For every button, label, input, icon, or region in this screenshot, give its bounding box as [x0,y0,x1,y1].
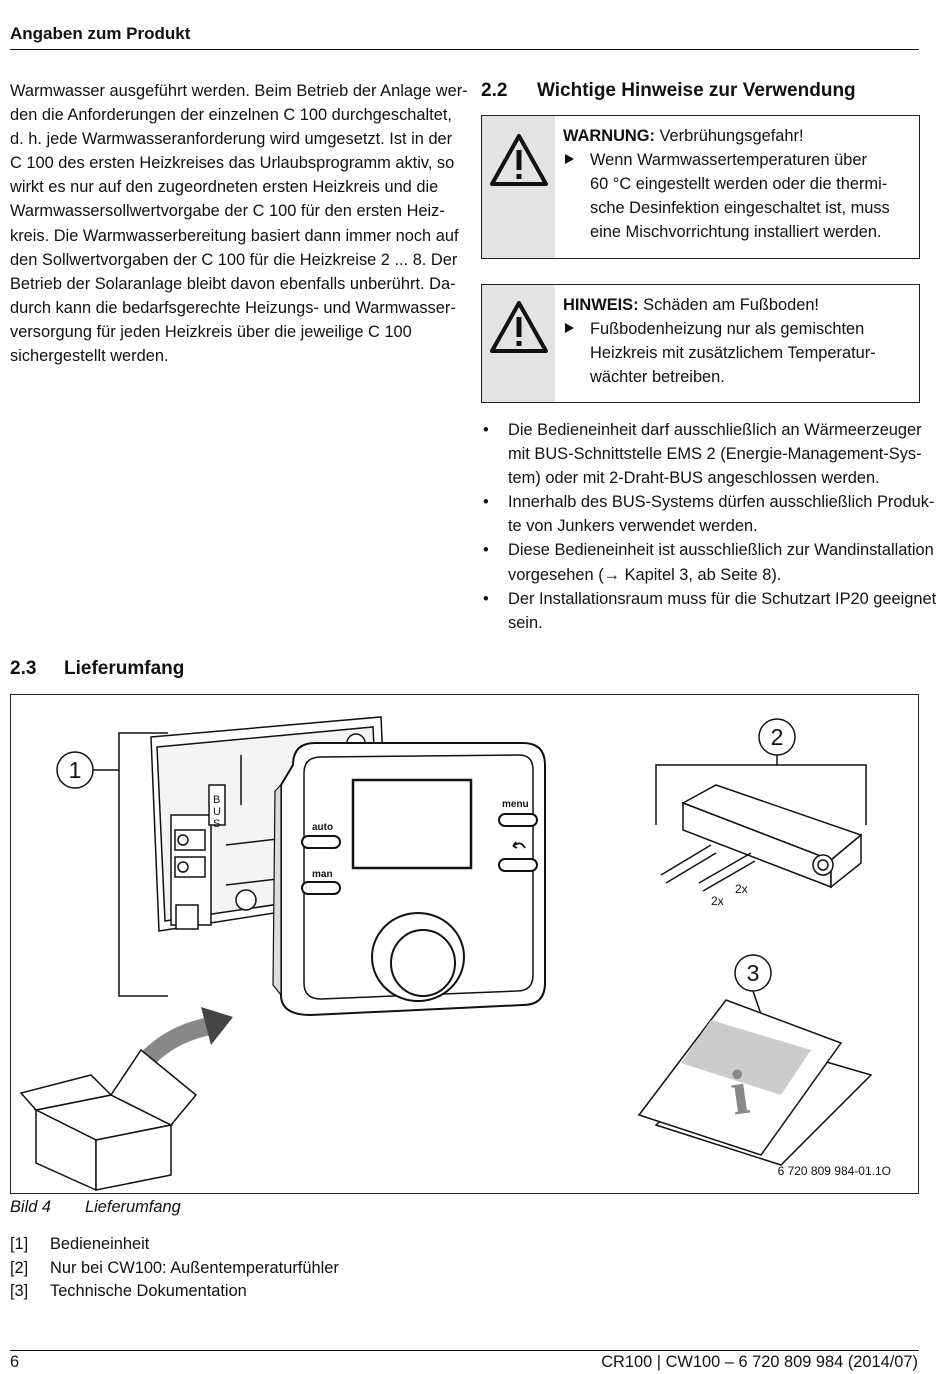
callout-3: 3 [734,954,772,1021]
auto-label: auto [312,822,333,833]
running-header: Angaben zum Produkt [10,24,191,43]
paragraph-line: wirkt es nur auf den zugeordneten ersten… [10,178,439,197]
warning-line: sche Desinfektion eingeschaltet ist, mus… [590,199,890,218]
bullet-icon: • [483,541,489,560]
intro-paragraph: Warmwasser ausgeführt werden. Beim Betri… [10,79,468,368]
caption-label: Bild 4 [10,1198,52,1216]
arrow-icon [565,323,574,334]
man-label: man [312,869,333,880]
notice-line: Fußbodenheizung nur als gemischten [590,320,865,339]
svg-text:B: B [213,794,220,806]
menu-label: menu [502,799,529,810]
figure-code: 6 720 809 984-01.1O [778,1164,891,1178]
paragraph-line: kreis. Die Warmwasserbereitung basiert d… [10,226,459,245]
paragraph-line: den Sollwertvorgaben der C 100 für die H… [10,250,458,269]
svg-text:U: U [213,806,221,818]
paragraph-line: sichergestellt werden. [10,347,169,366]
callout-2: 2 [655,718,867,825]
paragraph-line: Warmwassersollwertvorgabe der C 100 für … [10,202,445,221]
legend-number: [2] [10,1258,29,1277]
bullet-icon: • [483,589,489,608]
notice-box: HINWEIS: Schäden am Fußboden! Fußbodenhe… [481,284,920,403]
usage-bullet-list: • Die Bedieneinheit darf ausschließlich … [481,418,937,635]
notice-icon-panel [482,285,555,402]
list-item: • Diese Bedieneinheit ist ausschließlich… [481,538,934,586]
warning-triangle-icon [490,301,548,353]
document-id: CR100 | CW100 – 6 720 809 984 (2014/07) [601,1353,918,1371]
legend-number: [1] [10,1235,29,1253]
legend-item: [1] Bedieneinheit [10,1233,339,1257]
header-rule [10,49,919,50]
back-arrow-icon [512,841,526,849]
notice-label: HINWEIS: [563,296,639,314]
list-item-line: tem) oder mit 2-Draht-BUS angeschlossen … [508,469,880,488]
callout-number: 3 [747,960,760,986]
box-with-arrow [19,1007,233,1192]
list-item-line: sein. [508,613,543,632]
list-item-line: Diese Bedieneinheit ist ausschließlich z… [508,541,934,560]
page-number: 6 [10,1353,20,1371]
bullet-icon: • [483,493,489,512]
section-number: 2.3 [10,658,37,679]
warning-line: 60 °C eingestellt werden oder die thermi… [590,175,888,194]
caption-title: Lieferumfang [85,1198,181,1216]
bullet-icon: • [483,421,489,439]
list-item-line: Innerhalb des BUS-Systems dürfen ausschl… [508,493,935,512]
section-title: Lieferumfang [64,658,185,679]
warning-label: WARNUNG: [563,127,655,145]
notice-line: wächter betreiben. [590,368,725,387]
section-number: 2.2 [481,80,508,101]
paragraph-line: C 100 des ersten Heizkreises das Urlaubs… [10,154,455,173]
warning-heading: Verbrühungsgefahr! [654,127,804,145]
paragraph-line: d. h. jede Warmwasseranforderung wird um… [10,130,453,149]
warning-icon-panel [482,116,555,258]
list-item-line: Der Installationsraum muss für die Schut… [508,589,937,608]
legend-text: Technische Dokumentation [50,1282,247,1300]
figure-caption: Bild 4 Lieferumfang [10,1198,181,1217]
legend-number: [3] [10,1282,29,1300]
paragraph-line: Warmwasser ausgeführt werden. Beim Betri… [10,82,468,100]
callout-number: 2 [771,724,784,750]
quantity-label: 2x [711,894,724,908]
outdoor-sensor: 2x 2x [660,784,863,908]
callout-number: 1 [69,757,82,783]
list-item-line: vorgesehen (→ Kapitel 3, ab Seite 8). [508,565,782,584]
legend-item: [3] Technische Dokumentation [10,1280,339,1304]
notice-line: Heizkreis mit zusätzlichem Temperatur- [590,344,876,363]
list-item: • Der Installationsraum muss für die Sch… [481,587,937,635]
paragraph-line: Betrieb der Solaranlage bleibt davon ebe… [10,274,456,293]
callout-1: 1 [56,732,168,997]
figure-lieferumfang: 1 B U S [10,694,919,1194]
paragraph-line: den die Anforderungen der einzelnen C 10… [10,106,452,125]
legend-text: Nur bei CW100: Außentemperaturfühler [50,1258,339,1277]
legend-text: Bedieneinheit [50,1235,150,1253]
quantity-label: 2x [735,882,748,896]
documentation-booklet: i [637,999,873,1166]
warning-line: eine Mischvorrichtung installiert werden… [590,223,882,242]
list-item: • Innerhalb des BUS-Systems dürfen aussc… [481,490,935,538]
notice-heading: Schäden am Fußboden! [638,296,819,314]
figure-legend: [1] Bedieneinheit [2] Nur bei CW100: Außen… [10,1233,339,1304]
list-item: • Die Bedieneinheit darf ausschließlich … [481,418,922,490]
delivery-scope-illustration: 1 B U S [19,716,891,1192]
svg-text:S: S [213,818,220,830]
legend-item: [2] Nur bei CW100: Außentemperaturfühler [10,1257,339,1281]
paragraph-line: versorgung für jeden Heizkreis über die … [10,322,412,341]
warning-line: Wenn Warmwassertemperaturen über [590,151,867,170]
warning-triangle-icon [490,134,548,186]
list-item-line: te von Junkers verwendet werden. [508,517,758,536]
control-unit: auto man menu [272,742,546,1017]
footer-rule [10,1350,919,1351]
list-item-line: Die Bedieneinheit darf ausschließlich an… [508,421,922,439]
list-item-line: mit BUS-Schnittstelle EMS 2 (Energie-Man… [508,445,922,464]
warning-box: WARNUNG: Verbrühungsgefahr! Wenn Warmwas… [481,115,920,259]
paragraph-line: durch kann die bedarfsgerechte Heizungs-… [10,298,456,317]
arrow-icon [565,154,574,165]
section-title: Wichtige Hinweise zur Verwendung [537,80,856,101]
